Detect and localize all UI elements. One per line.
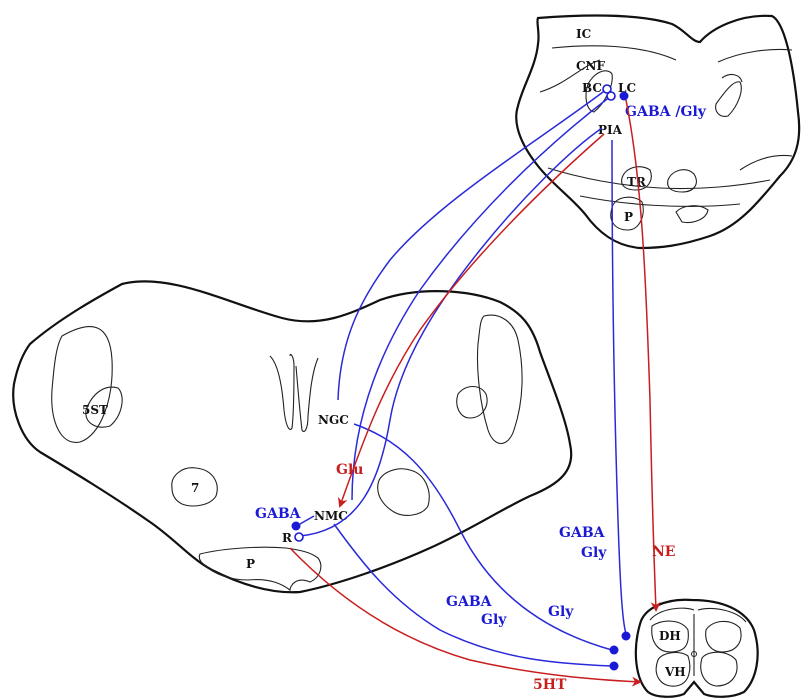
nmc-filled-terminal <box>292 522 301 531</box>
ne-label: NE <box>652 544 675 560</box>
lc-gaba-label: GABA <box>559 525 606 541</box>
lc-gly-label: Gly <box>581 545 607 561</box>
p-lower-label: P <box>246 557 255 571</box>
projection-bc-to-nmc <box>352 96 611 500</box>
pia-label: PIA <box>598 123 623 137</box>
p-lower-shape <box>199 547 321 590</box>
spinal-terminal-1 <box>622 632 631 641</box>
projection-r-to-spinal-5ht <box>290 548 640 682</box>
five-st-label: 5ST <box>82 403 108 417</box>
r-open-terminal <box>295 533 303 541</box>
p-upper-label: P <box>624 210 633 224</box>
gaba-gly-upper-label: GABA /Gly <box>625 104 707 120</box>
ngc-gly-label: Gly <box>548 604 574 620</box>
bc-label: BC <box>582 81 602 95</box>
ic-label: IC <box>576 27 591 41</box>
gaba-medulla-label: GABA <box>255 506 302 522</box>
bc-open-terminal-2 <box>607 92 615 100</box>
spinal-cord-outline <box>636 600 758 697</box>
upper-brainstem-section: IC CNF BC LC PIA TR P GABA /Gly <box>516 16 799 248</box>
seven-label: 7 <box>191 481 199 495</box>
spinal-terminal-3 <box>610 662 619 671</box>
nmc-gly-label: Gly <box>481 612 507 628</box>
spinal-terminal-2 <box>610 646 619 655</box>
ngc-label: NGC <box>318 413 349 427</box>
spinal-cord-section: DH VH <box>636 600 758 697</box>
glu-label: Glu <box>336 462 363 478</box>
vh-label: VH <box>664 665 686 679</box>
projections <box>290 85 656 682</box>
nmc-gaba-label: GABA <box>446 594 493 610</box>
medulla-section: 5ST 7 NGC NMC R P GABA <box>13 281 571 592</box>
r-label: R <box>282 531 293 545</box>
five-ht-label: 5HT <box>533 677 567 693</box>
upper-brainstem-outline <box>516 16 799 248</box>
projection-pia-to-nmc-glu <box>340 134 604 506</box>
cnf-label: CNF <box>576 59 606 73</box>
dh-label: DH <box>659 629 681 643</box>
projection-bc-to-ngc <box>338 89 607 400</box>
lc-filled-terminal <box>620 92 629 101</box>
